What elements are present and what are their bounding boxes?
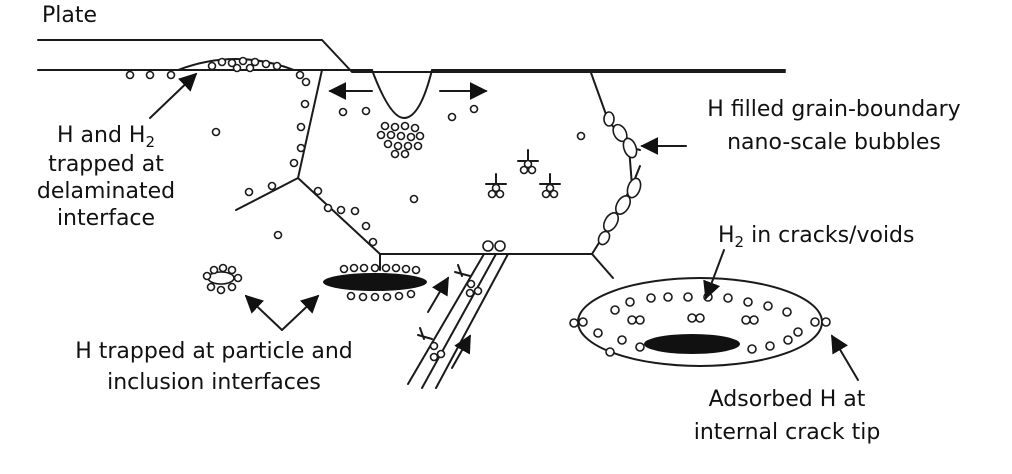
elongated-inclusion xyxy=(323,263,427,302)
inclusion-pointer xyxy=(281,294,320,331)
particle-line2: inclusion interfaces xyxy=(107,370,321,395)
crack-h: H xyxy=(718,223,735,248)
pit-hydrogen-cluster xyxy=(376,121,425,159)
crack-tip-label: Adsorbed H at internal crack tip xyxy=(668,386,906,446)
delaminated-interface-label: H and H2 trapped at delaminated interfac… xyxy=(8,122,204,232)
delam-pointer xyxy=(149,72,198,119)
grain-boundaries xyxy=(235,69,641,279)
crack-pointer xyxy=(703,249,725,300)
delam-line3: delaminated xyxy=(36,179,176,204)
particle-line1: H trapped at particle and xyxy=(75,339,353,364)
delam-line2: trapped at xyxy=(48,152,164,177)
gb-line2: nano-scale bubbles xyxy=(727,130,941,155)
crack-h2-subscript: 2 xyxy=(734,233,745,251)
surface-pit xyxy=(371,69,433,119)
dislocation-traps xyxy=(485,149,561,199)
grain-boundary-label: H filled grain-boundary nano-scale bubbl… xyxy=(664,96,1004,156)
tip-line2: internal crack tip xyxy=(693,420,881,445)
tip-line1: Adsorbed H at xyxy=(708,387,866,412)
gb-line1: H filled grain-boundary xyxy=(707,97,961,122)
tip-pointer xyxy=(831,334,859,381)
particle-inclusion-label: H trapped at particle and inclusion inte… xyxy=(14,338,414,396)
plate-outline xyxy=(37,39,786,73)
particle-pointer xyxy=(244,294,283,331)
crack-void xyxy=(569,277,831,367)
boundary-hydrogen-dots xyxy=(211,77,586,247)
delam-line1: H and H xyxy=(56,123,146,148)
crack-text: in cracks/voids xyxy=(744,223,915,248)
delam-h2-subscript: 2 xyxy=(145,133,155,151)
grain-boundary-bubbles xyxy=(597,111,642,246)
slip-band xyxy=(407,240,509,389)
blister-hydrogen-dots xyxy=(125,56,305,80)
cracks-voids-label: H2 in cracks/voids xyxy=(718,222,915,251)
delam-line4: interface xyxy=(56,206,156,231)
particle-inclusion xyxy=(202,263,243,295)
plate-label: Plate xyxy=(42,3,98,28)
